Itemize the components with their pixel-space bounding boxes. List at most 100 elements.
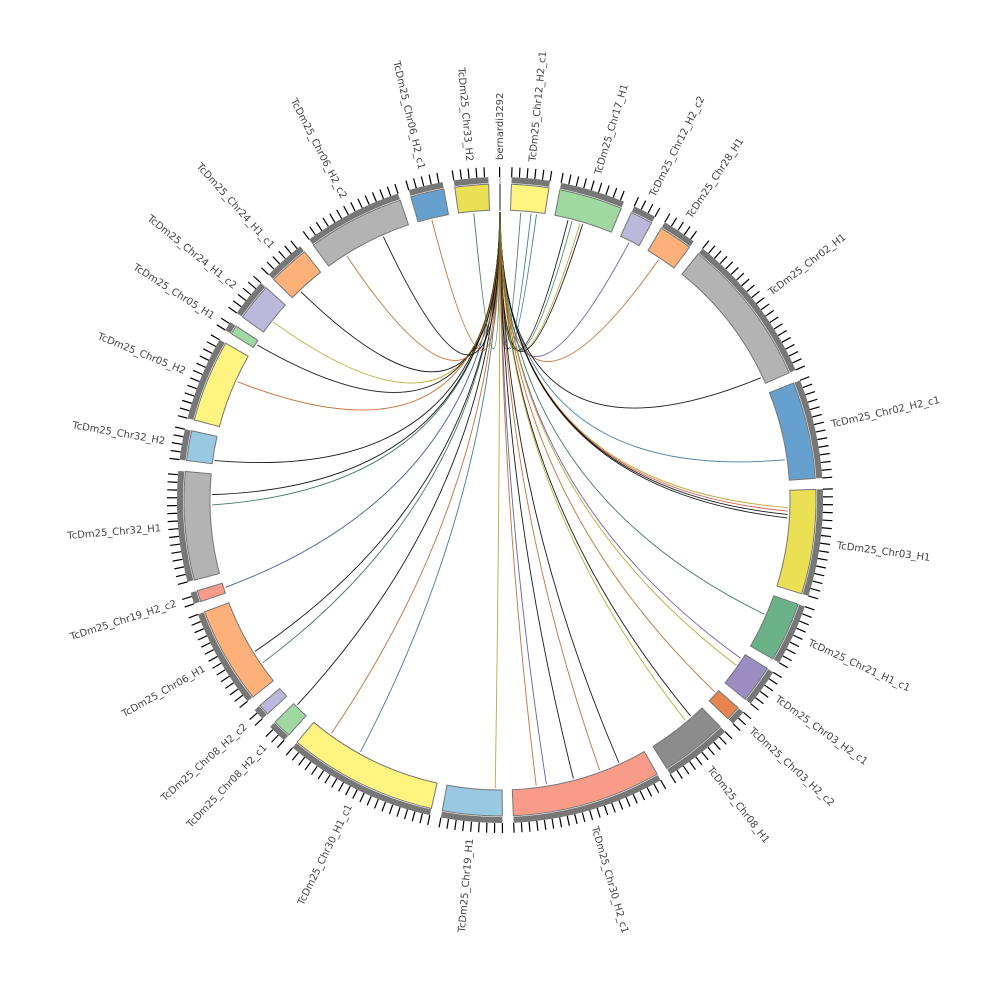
tick-mark <box>605 185 610 196</box>
tick-mark <box>182 399 192 404</box>
tick-mark <box>239 700 248 709</box>
link-43 <box>473 211 501 350</box>
tick-mark <box>204 649 215 655</box>
tick-mark <box>812 580 823 585</box>
tick-mark <box>805 391 816 396</box>
segment-block <box>185 430 218 465</box>
segment-tick-band <box>773 604 805 663</box>
tick-mark <box>247 281 257 290</box>
tick-mark <box>338 782 344 792</box>
link-28 <box>330 211 501 734</box>
tick-mark <box>212 662 222 669</box>
segment-TcDm25_Chr19_H2_c2 <box>182 582 227 608</box>
tick-mark <box>526 168 529 179</box>
tick-mark <box>451 170 455 181</box>
link-32 <box>225 211 501 588</box>
segment-TcDm25_Chr06_H2_c2 <box>302 183 410 267</box>
tick-mark <box>737 717 747 726</box>
segment-block <box>296 721 438 810</box>
tick-mark <box>477 822 480 833</box>
segment-label: TcDm25_Chr12_H2_c1 <box>527 51 549 164</box>
tick-mark <box>551 818 555 829</box>
segment-tick-band <box>292 743 432 816</box>
tick-mark <box>690 230 697 240</box>
tick-mark <box>730 267 739 275</box>
segment-tick-band <box>667 727 726 775</box>
tick-mark <box>702 240 710 249</box>
tick-mark <box>534 168 537 179</box>
tick-mark <box>769 316 779 324</box>
segment-tick-band <box>453 177 489 187</box>
tick-mark <box>792 358 802 364</box>
tick-mark <box>350 202 356 212</box>
tick-mark <box>191 621 201 626</box>
tick-mark <box>167 481 178 483</box>
tick-mark <box>670 217 678 227</box>
tick-mark <box>660 779 667 790</box>
tick-mark <box>799 620 809 626</box>
tick-mark <box>765 309 775 317</box>
tick-mark <box>818 445 829 448</box>
segment-label: TcDm25_Chr19_H1 <box>457 838 476 934</box>
segments-layer <box>167 166 833 833</box>
link-25 <box>499 211 537 786</box>
tick-mark <box>184 392 195 397</box>
segment-TcDm25_Chr02_H2_c1 <box>768 376 833 481</box>
tick-mark <box>782 655 792 662</box>
segment-block <box>619 211 653 247</box>
tick-mark <box>647 203 654 214</box>
tick-mark <box>640 200 647 210</box>
segment-block <box>193 342 249 428</box>
segment-TcDm25_Chr28_H1 <box>647 213 697 269</box>
tick-mark <box>611 802 616 813</box>
segment-label: TcDm25_Chr28_H1 <box>684 136 746 221</box>
segment-TcDm25_Chr03_H1 <box>776 488 833 600</box>
segment-label: TcDm25_Chr30_H2_c1 <box>588 824 630 935</box>
segment-tick-band <box>560 182 624 208</box>
tick-mark <box>701 751 709 761</box>
tick-mark <box>278 250 286 260</box>
segment-TcDm25_Chr03_H2_c1 <box>724 653 782 711</box>
tick-mark <box>371 192 377 202</box>
tick-mark <box>813 421 824 426</box>
segment-label: TcDm25_Chr21_H1_c1 <box>805 637 911 694</box>
tick-mark <box>760 303 770 311</box>
tick-mark <box>778 662 789 669</box>
tick-mark <box>807 398 818 403</box>
tick-mark <box>683 226 691 236</box>
tick-mark <box>315 221 323 231</box>
tick-mark <box>677 221 684 231</box>
segment-TcDm25_Chr12_H2_c2 <box>619 196 661 247</box>
tick-mark <box>724 731 733 740</box>
tick-mark <box>381 801 387 812</box>
tick-mark <box>568 174 572 185</box>
segment-block <box>554 189 622 233</box>
segment-label: TcDm25_Chr02_H2_c1 <box>829 395 941 431</box>
segment-block <box>230 325 259 349</box>
link-27 <box>360 211 501 753</box>
segment-label: TcDm25_Chr33_H2 <box>455 66 474 162</box>
segment-TcDm25_Chr17_H1 <box>554 172 625 233</box>
tick-mark <box>804 606 815 611</box>
tick-mark <box>249 712 258 721</box>
tick-mark <box>549 170 553 182</box>
tick-mark <box>173 434 184 438</box>
tick-mark <box>755 697 764 705</box>
tick-mark <box>741 278 750 287</box>
tick-mark <box>772 671 782 679</box>
tick-mark <box>172 558 183 562</box>
segment-block <box>454 183 491 214</box>
tick-mark <box>322 217 329 227</box>
link-14 <box>499 211 788 519</box>
tick-mark <box>234 694 244 702</box>
segment-tick-band <box>631 206 656 222</box>
tick-mark <box>566 815 570 826</box>
tick-mark <box>809 406 820 411</box>
tick-mark <box>653 783 660 794</box>
tick-mark <box>459 169 462 180</box>
segment-block <box>312 199 410 267</box>
tick-mark <box>583 178 587 189</box>
segment-tick-band <box>440 811 503 823</box>
tick-mark <box>750 703 759 711</box>
tick-mark <box>345 785 351 796</box>
